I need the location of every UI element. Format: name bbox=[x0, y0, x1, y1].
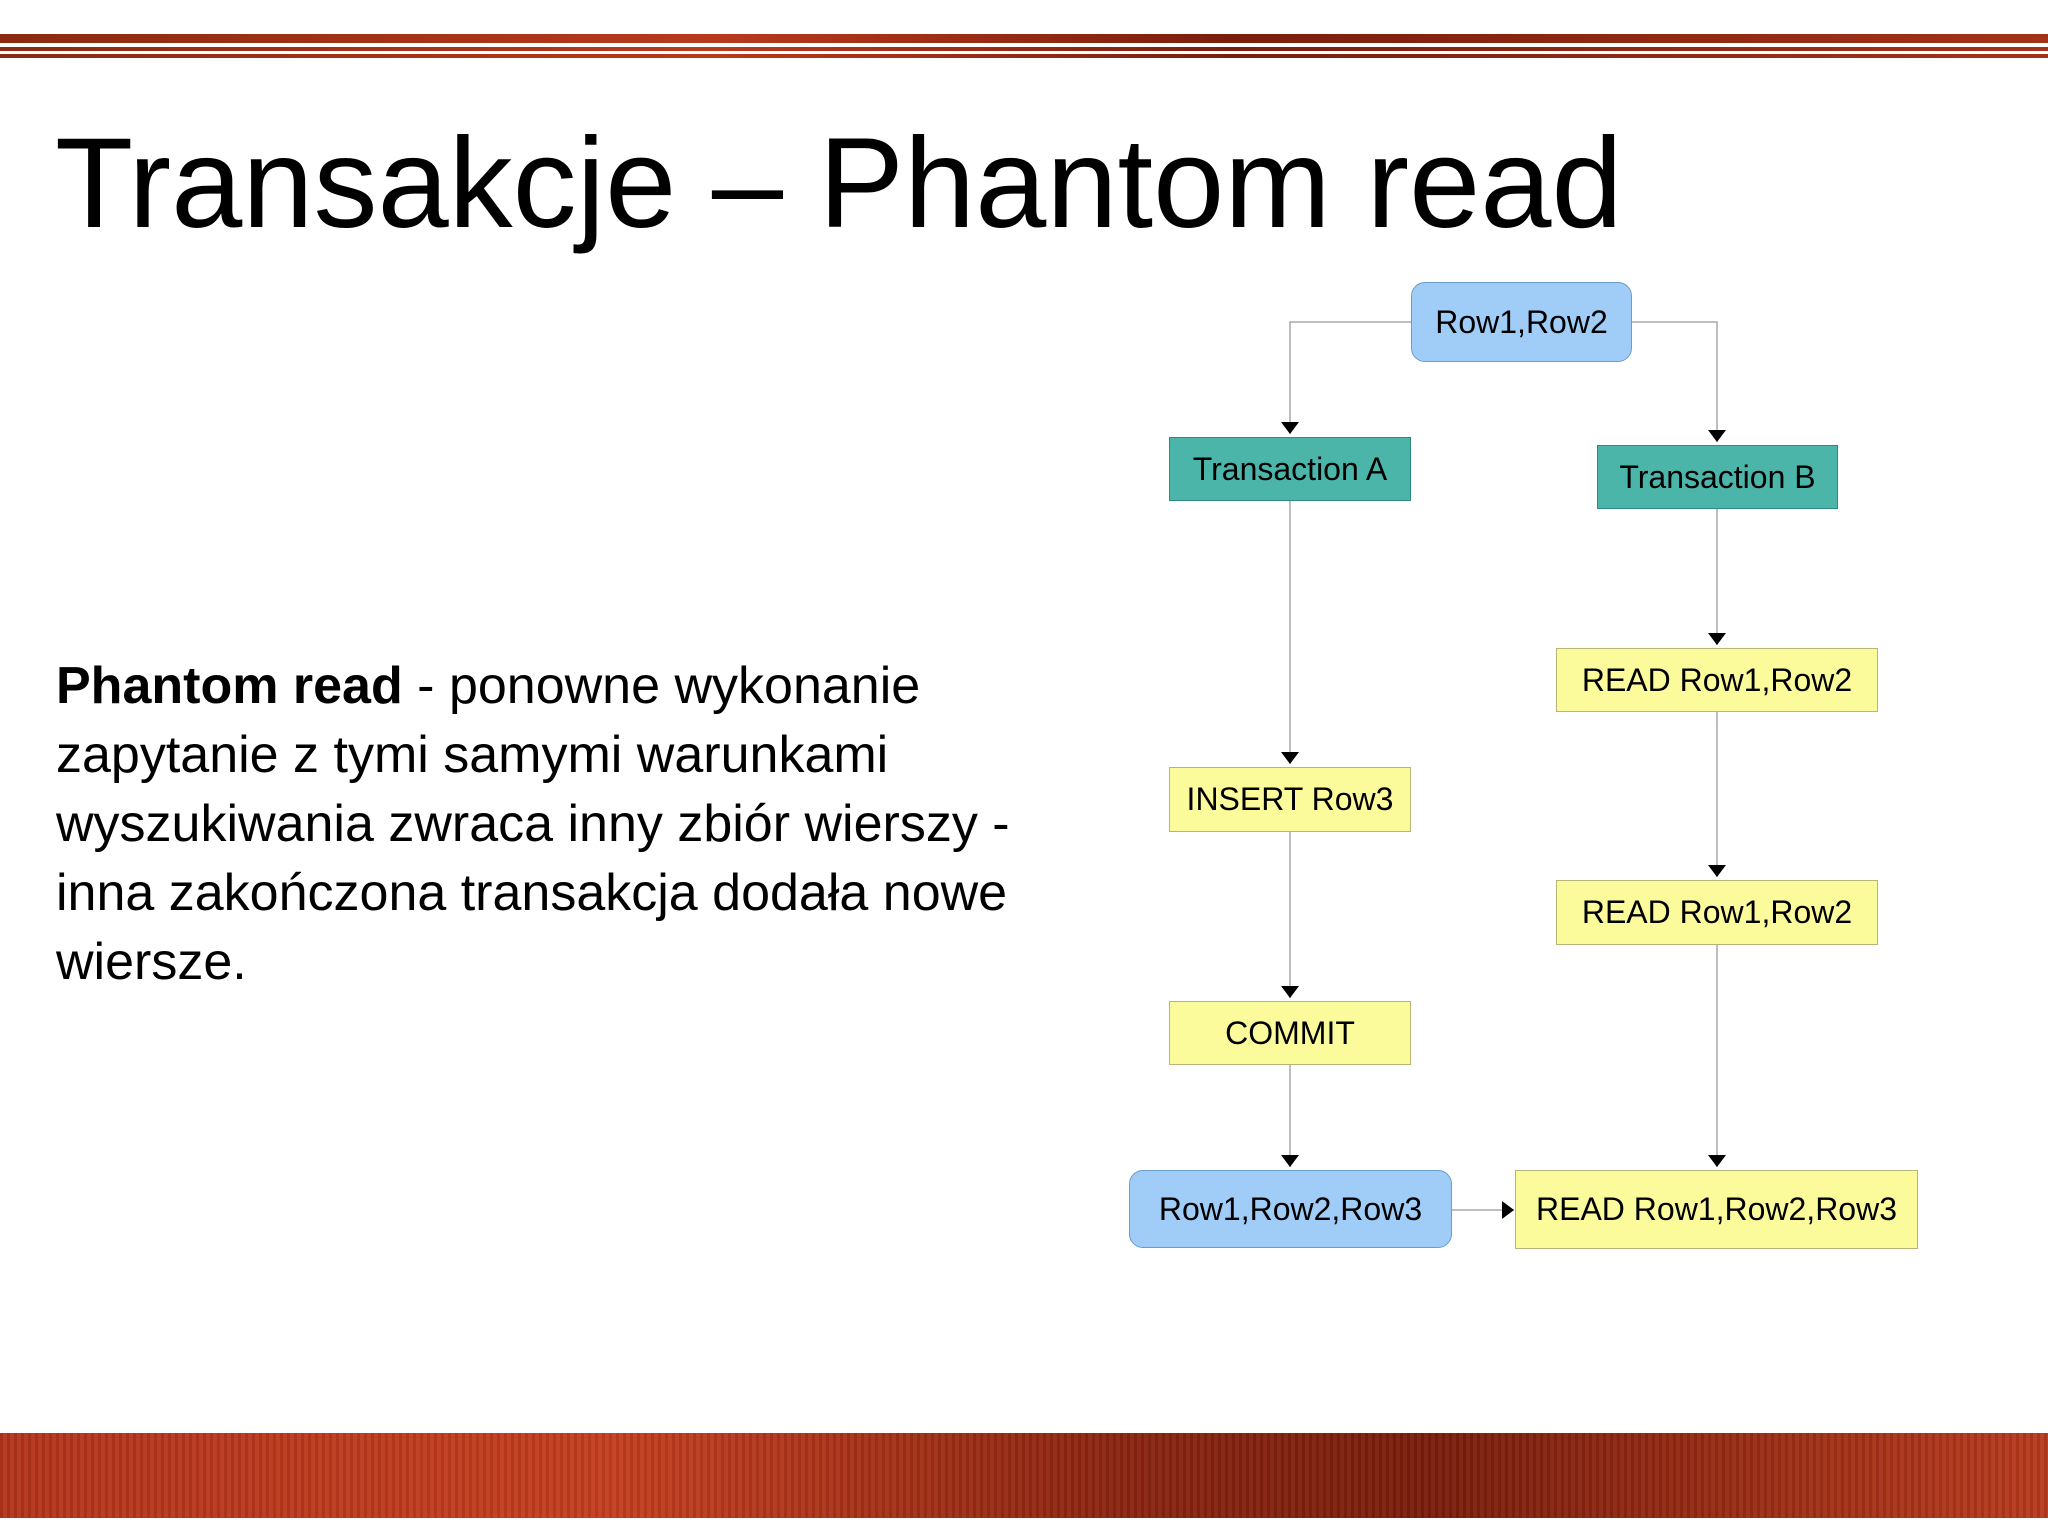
definition-term: Phantom read bbox=[56, 657, 403, 715]
read-3-node: READ Row1,Row2,Row3 bbox=[1515, 1170, 1918, 1249]
slide-title: Transakcje – Phantom read bbox=[55, 112, 1623, 255]
definition-body: - ponowne wykonanie zapytanie z tymi sam… bbox=[56, 657, 1010, 991]
transaction-b-node: Transaction B bbox=[1597, 445, 1838, 509]
insert-row3-node: INSERT Row3 bbox=[1169, 767, 1411, 832]
bottom-accent-bar bbox=[0, 1433, 2048, 1518]
commit-node: COMMIT bbox=[1169, 1001, 1411, 1065]
top-accent-line bbox=[0, 47, 2048, 51]
transaction-a-node: Transaction A bbox=[1169, 437, 1411, 501]
read-2-node: READ Row1,Row2 bbox=[1556, 880, 1878, 945]
connector-start-to-b bbox=[1632, 321, 1726, 442]
start-rows-node: Row1,Row2 bbox=[1411, 282, 1632, 362]
definition-text: Phantom read - ponowne wykonanie zapytan… bbox=[56, 652, 1096, 997]
connector-start-to-a bbox=[1281, 321, 1411, 434]
result-rows-node: Row1,Row2,Row3 bbox=[1129, 1170, 1452, 1248]
read-1-node: READ Row1,Row2 bbox=[1556, 648, 1878, 712]
top-accent-line bbox=[0, 54, 2048, 58]
top-accent-bar bbox=[0, 34, 2048, 43]
